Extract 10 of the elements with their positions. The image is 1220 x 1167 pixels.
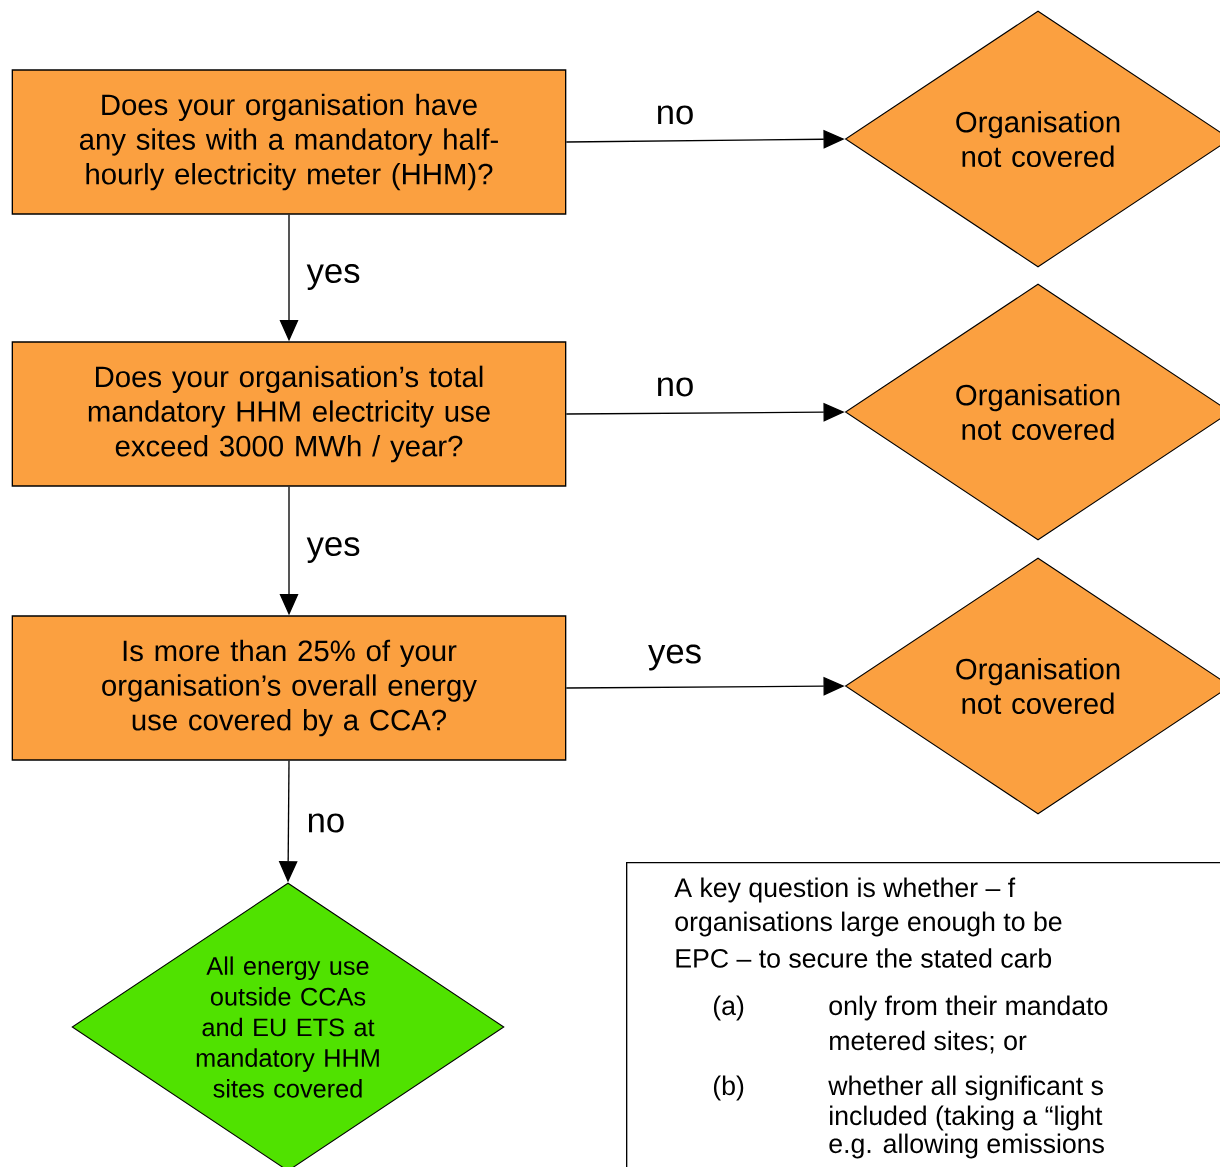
question-box: Does your organisation have any sites with a mandatory half-hourly electricity meter (HHM)?: [11, 69, 567, 215]
edge-label: yes: [305, 262, 362, 292]
edge-label: no: [654, 376, 696, 398]
question-box: Is more than 25% of your organisation’s overall energy use covered by a CCA?: [11, 615, 567, 761]
edge-label: yes: [305, 535, 362, 565]
edge-label: yes: [646, 643, 704, 672]
note-box: A key question is whether – f organisations large enough to be EPC – to secure the stated carb (a) only from their mandato metered sites; or (b) whether all significant s included (taking a “light e.g. allowing emissions: [626, 862, 1220, 1167]
edge-label: no: [654, 104, 696, 126]
edge-label: no: [305, 812, 347, 834]
question-box: Does your organisation’s total mandatory HHM electricity use exceed 3000 MWh / year?: [11, 341, 567, 487]
